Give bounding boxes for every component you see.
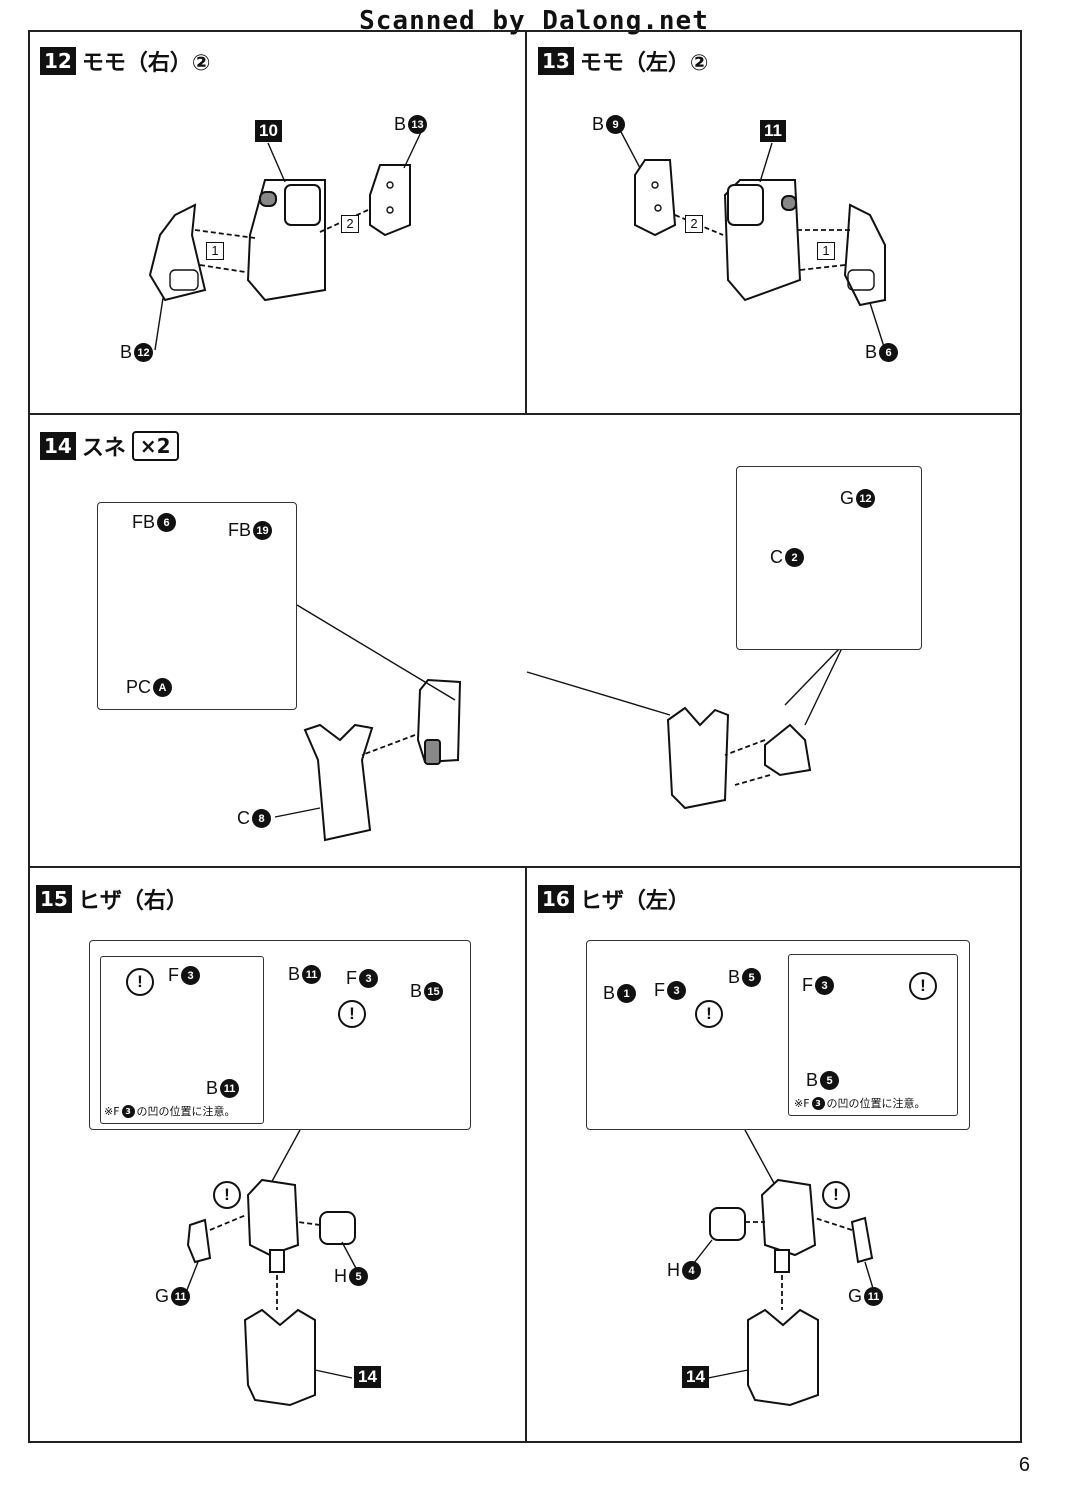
caution-icon: ! bbox=[338, 1000, 366, 1028]
caution-icon: ! bbox=[822, 1181, 850, 1209]
part-c8 bbox=[303, 723, 374, 842]
step-15-label: ヒザ（右） bbox=[77, 889, 188, 914]
order-1-step-13: 1 bbox=[817, 242, 835, 260]
step-14-label: スネ bbox=[81, 436, 126, 461]
step-16-label: ヒザ（左） bbox=[579, 889, 690, 914]
step-13-title: 13 モモ（左）② bbox=[538, 45, 708, 77]
order-2-step-13: 2 bbox=[685, 215, 703, 233]
step-13-drawing bbox=[619, 129, 886, 351]
assembly-14-tag: 14 bbox=[354, 1366, 381, 1388]
part-b12 bbox=[148, 203, 207, 302]
caution-icon: ! bbox=[909, 972, 937, 1000]
step-12-drawing bbox=[148, 129, 423, 351]
step-12-title: 12 モモ（右）② bbox=[40, 45, 210, 77]
step-16-number: 16 bbox=[538, 885, 574, 913]
step-14-detail-right bbox=[736, 466, 922, 650]
caution-icon: ! bbox=[695, 1000, 723, 1028]
assembly-step-15 bbox=[246, 1178, 300, 1257]
subassembly-c2-g12 bbox=[764, 723, 812, 777]
assembly-step-14-right bbox=[666, 706, 730, 810]
step-13-label: モモ（左）② bbox=[579, 51, 709, 76]
part-g11-right bbox=[850, 1216, 874, 1264]
part-h5 bbox=[319, 1211, 356, 1245]
step-15-title: 15 ヒザ（右） bbox=[36, 883, 188, 915]
step-12-label: モモ（右）② bbox=[81, 51, 211, 76]
caution-icon: ! bbox=[213, 1181, 241, 1209]
step-13-number: 13 bbox=[538, 47, 574, 75]
part-b9 bbox=[634, 159, 677, 237]
divider-h-1 bbox=[28, 413, 1022, 415]
assembly-10-tag: 10 bbox=[255, 120, 282, 142]
order-2-step-12: 2 bbox=[341, 215, 359, 233]
step-14-title: 14 スネ ×2 bbox=[40, 430, 179, 462]
step-15-number: 15 bbox=[36, 885, 72, 913]
assembly-11-tag: 11 bbox=[760, 120, 786, 142]
divider-v-top bbox=[525, 30, 527, 415]
assembly-14-tag: 14 bbox=[682, 1366, 709, 1388]
part-g11 bbox=[186, 1218, 212, 1264]
assembly-step-16 bbox=[760, 1178, 817, 1257]
caution-icon: ! bbox=[126, 968, 154, 996]
part-h4 bbox=[709, 1207, 746, 1241]
step-16-title: 16 ヒザ（左） bbox=[538, 883, 690, 915]
part-b13 bbox=[369, 164, 411, 237]
part-14-lower-right bbox=[747, 1308, 819, 1407]
page-number: 6 bbox=[1018, 1454, 1030, 1476]
order-1-step-12: 1 bbox=[206, 242, 224, 260]
part-14-lower bbox=[243, 1308, 316, 1407]
step-14-number: 14 bbox=[40, 432, 76, 460]
step-14-quantity: ×2 bbox=[131, 431, 179, 461]
divider-v-bottom bbox=[525, 866, 527, 1443]
step-12-number: 12 bbox=[40, 47, 76, 75]
